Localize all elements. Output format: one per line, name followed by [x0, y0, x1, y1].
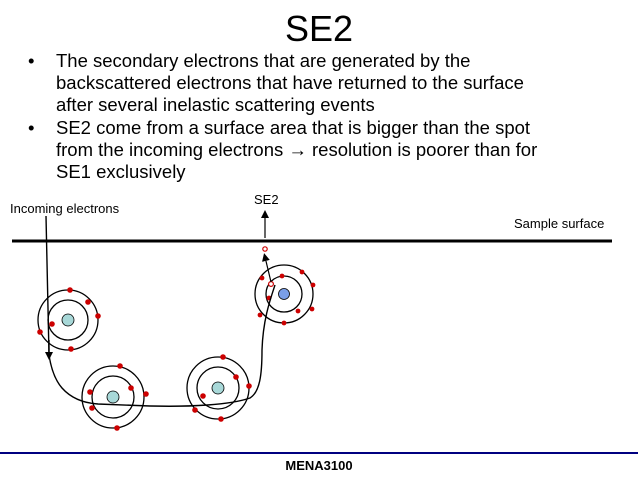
electron: [246, 383, 252, 389]
slide-title: SE2: [284, 8, 354, 49]
bullet-item-2: • SE2 come from a surface area that is b…: [28, 117, 588, 183]
bullet-marker: •: [28, 50, 35, 71]
footer-course-code: MENA3100: [285, 458, 353, 473]
electron: [281, 320, 287, 326]
nucleus: [61, 313, 75, 327]
bullet-line: from the incoming electrons → resolution…: [56, 139, 538, 160]
electron: [68, 346, 74, 352]
emitted-se2-electron: [262, 246, 268, 252]
electron: [49, 321, 55, 327]
bullet-line: backscattered electrons that have return…: [56, 72, 524, 93]
electron: [295, 308, 301, 314]
footer-divider: [0, 452, 638, 454]
electron: [220, 354, 226, 360]
sample-surface-label: Sample surface: [514, 216, 605, 231]
electron: [37, 329, 43, 335]
se2-emission-arrow: [262, 253, 272, 283]
electron: [67, 287, 73, 293]
electron: [310, 282, 316, 288]
electron: [95, 313, 101, 319]
bullet-item-1: • The secondary electrons that are gener…: [28, 50, 588, 116]
se2-label: SE2: [254, 192, 279, 207]
bullet-line: after several inelastic scattering event…: [56, 94, 375, 115]
electron: [299, 269, 305, 275]
atom-1: [37, 287, 101, 352]
bullet-marker: •: [28, 117, 35, 138]
electron: [233, 374, 239, 380]
electron: [87, 389, 93, 395]
atom-shell-inner: [91, 375, 135, 419]
atom-4-se2-source: [254, 264, 316, 326]
atom-shell-inner: [196, 366, 240, 410]
electron: [85, 299, 91, 305]
electron: [192, 407, 198, 413]
electron: [128, 385, 134, 391]
electron: [259, 275, 265, 281]
electron: [309, 306, 315, 312]
bullet-line: The secondary electrons that are generat…: [56, 50, 471, 71]
incoming-electrons-label: Incoming electrons: [10, 201, 120, 216]
atom-2: [81, 363, 149, 431]
atom-3: [186, 354, 252, 422]
electron: [143, 391, 149, 397]
bullet-list: • The secondary electrons that are gener…: [28, 50, 588, 184]
backscattered-electron-path: [45, 215, 276, 407]
electron: [117, 363, 123, 369]
electron: [257, 312, 263, 318]
electron: [114, 425, 120, 431]
electron-vacancy: [268, 281, 275, 288]
nucleus: [106, 390, 120, 404]
bullet-line: SE2 come from a surface area that is big…: [56, 117, 531, 138]
nucleus: [211, 381, 225, 395]
electron: [200, 393, 206, 399]
electron: [89, 405, 95, 411]
bullet-line: SE1 exclusively: [56, 161, 186, 182]
electron: [218, 416, 224, 422]
electron: [279, 273, 285, 279]
nucleus: [278, 288, 290, 300]
atom-shell-outer: [81, 365, 145, 429]
